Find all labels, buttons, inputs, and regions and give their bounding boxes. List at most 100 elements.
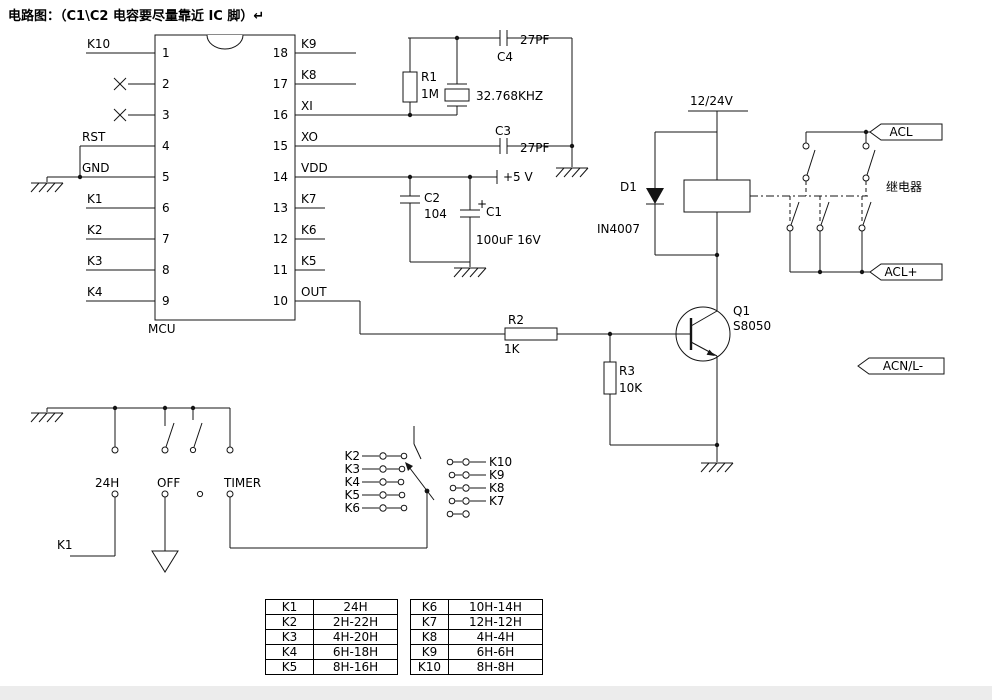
pin-number: 2 bbox=[162, 77, 170, 91]
supply-label: 12/24V bbox=[690, 94, 734, 108]
rotary-switch: K2 K3 K4 K5 K6 K10 K9 K8 K7 bbox=[344, 426, 512, 548]
pin-number: 16 bbox=[273, 108, 288, 122]
resistor-r2 bbox=[504, 327, 558, 341]
table-cell: 4H-4H bbox=[448, 629, 543, 645]
relay-coil bbox=[683, 179, 751, 213]
ground-icon bbox=[30, 412, 64, 423]
flag-acl-plus bbox=[869, 263, 943, 281]
emitter-arrow-icon bbox=[706, 349, 715, 356]
table-cell: 24H bbox=[313, 599, 398, 615]
r1-value: 1M bbox=[421, 87, 439, 101]
rotary-left-label: K5 bbox=[344, 488, 360, 502]
table-cell: 12H-12H bbox=[448, 614, 543, 630]
pin-label: K8 bbox=[301, 68, 317, 82]
flag-acn bbox=[857, 357, 945, 375]
rotary-left-label: K3 bbox=[344, 462, 360, 476]
pin-label: K10 bbox=[87, 37, 110, 51]
pin-label: XO bbox=[301, 130, 318, 144]
pin-number: 10 bbox=[273, 294, 288, 308]
pin-number: 11 bbox=[273, 263, 288, 277]
pin-number: 12 bbox=[273, 232, 288, 246]
pin-number: 7 bbox=[162, 232, 170, 246]
open-terminal-icon bbox=[151, 550, 179, 573]
pin-number: 3 bbox=[162, 108, 170, 122]
relay-driver-circuit: 12/24V D1 IN4007 继电器 bbox=[295, 94, 922, 462]
r3-value: 10K bbox=[619, 381, 643, 395]
mode-switch: K1 24H OFF TIMER bbox=[46, 405, 427, 573]
wiper-arrow-icon bbox=[405, 462, 413, 471]
window-edge bbox=[0, 686, 992, 700]
table-cell: K7 bbox=[410, 614, 449, 630]
transistor-q1-icon bbox=[675, 306, 731, 362]
table-cell: K1 bbox=[265, 599, 314, 615]
q1-value: S8050 bbox=[733, 319, 771, 333]
mode-off-label: OFF bbox=[157, 476, 180, 490]
pin-label: GND bbox=[82, 161, 110, 175]
k1-wire-label: K1 bbox=[57, 538, 73, 552]
table-cell: 6H-18H bbox=[313, 644, 398, 660]
pin-number: 5 bbox=[162, 170, 170, 184]
diode-d1-icon bbox=[646, 188, 664, 204]
r2-value: 1K bbox=[504, 342, 521, 356]
pin-label: K9 bbox=[301, 37, 317, 51]
table-cell: 8H-16H bbox=[313, 659, 398, 675]
rotary-left-label: K2 bbox=[344, 449, 360, 463]
mcu-label: MCU bbox=[148, 322, 176, 336]
d1-value: IN4007 bbox=[597, 222, 640, 236]
crystal-icon bbox=[444, 88, 470, 102]
c3-ref: C3 bbox=[495, 124, 511, 138]
power-5v-label: +5 V bbox=[503, 170, 534, 184]
c1-value: 100uF 16V bbox=[476, 233, 541, 247]
c1-ref: C1 bbox=[486, 205, 502, 219]
resistor-r1 bbox=[402, 71, 418, 103]
pin-label: K6 bbox=[301, 223, 317, 237]
acn-label: ACN/L- bbox=[883, 359, 923, 373]
table-cell: 10H-14H bbox=[448, 599, 543, 615]
table-cell: K2 bbox=[265, 614, 314, 630]
mcu-notch bbox=[206, 34, 244, 50]
pin-number: 8 bbox=[162, 263, 170, 277]
table-cell: K10 bbox=[410, 659, 449, 675]
table-cell: K6 bbox=[410, 599, 449, 615]
resistor-r3 bbox=[603, 361, 617, 395]
c2-ref: C2 bbox=[424, 191, 440, 205]
pin-label: K2 bbox=[87, 223, 103, 237]
mode-timer-label: TIMER bbox=[223, 476, 261, 490]
crystal-value: 32.768KHZ bbox=[476, 89, 543, 103]
pin-number: 17 bbox=[273, 77, 288, 91]
flag-acl bbox=[869, 123, 943, 141]
mcu: MCU K10 RST GND K1 K2 K3 K4 1 2 3 4 5 6 … bbox=[46, 34, 500, 336]
pin-label: K4 bbox=[87, 285, 103, 299]
pin-number: 14 bbox=[273, 170, 288, 184]
pin-label: K1 bbox=[87, 192, 103, 206]
table-cell: 2H-22H bbox=[313, 614, 398, 630]
table-cell: K8 bbox=[410, 629, 449, 645]
ground-icon bbox=[453, 267, 487, 278]
c2-value: 104 bbox=[424, 207, 447, 221]
oscillator-circuit: R1 1M 32.768KHZ 27PF C4 C3 27PF +5 V C2 bbox=[400, 30, 575, 267]
pin-label: K7 bbox=[301, 192, 317, 206]
rotary-left-label: K4 bbox=[344, 475, 360, 489]
pin-label: K5 bbox=[301, 254, 317, 268]
rotary-right-label: K8 bbox=[489, 481, 505, 495]
table-cell: 4H-20H bbox=[313, 629, 398, 645]
pin-label: VDD bbox=[301, 161, 328, 175]
c4-value: 27PF bbox=[520, 33, 550, 47]
pin-number: 13 bbox=[273, 201, 288, 215]
relay-label: 继电器 bbox=[886, 180, 922, 194]
table-cell: 8H-8H bbox=[448, 659, 543, 675]
pin-label: OUT bbox=[301, 285, 327, 299]
ground-icon bbox=[30, 182, 64, 193]
ground-icon bbox=[700, 462, 734, 473]
ac-connectors: ACL ACL+ ACN/L- bbox=[857, 123, 945, 375]
d1-ref: D1 bbox=[620, 180, 637, 194]
rotary-right-label: K10 bbox=[489, 455, 512, 469]
page-title: 电路图：（C1\C2 电容要尽量靠近 IC 脚）↵ bbox=[8, 8, 264, 24]
ground-icon bbox=[555, 167, 589, 178]
r2-ref: R2 bbox=[508, 313, 524, 327]
pin-label: K3 bbox=[87, 254, 103, 268]
pin-number: 1 bbox=[162, 46, 170, 60]
